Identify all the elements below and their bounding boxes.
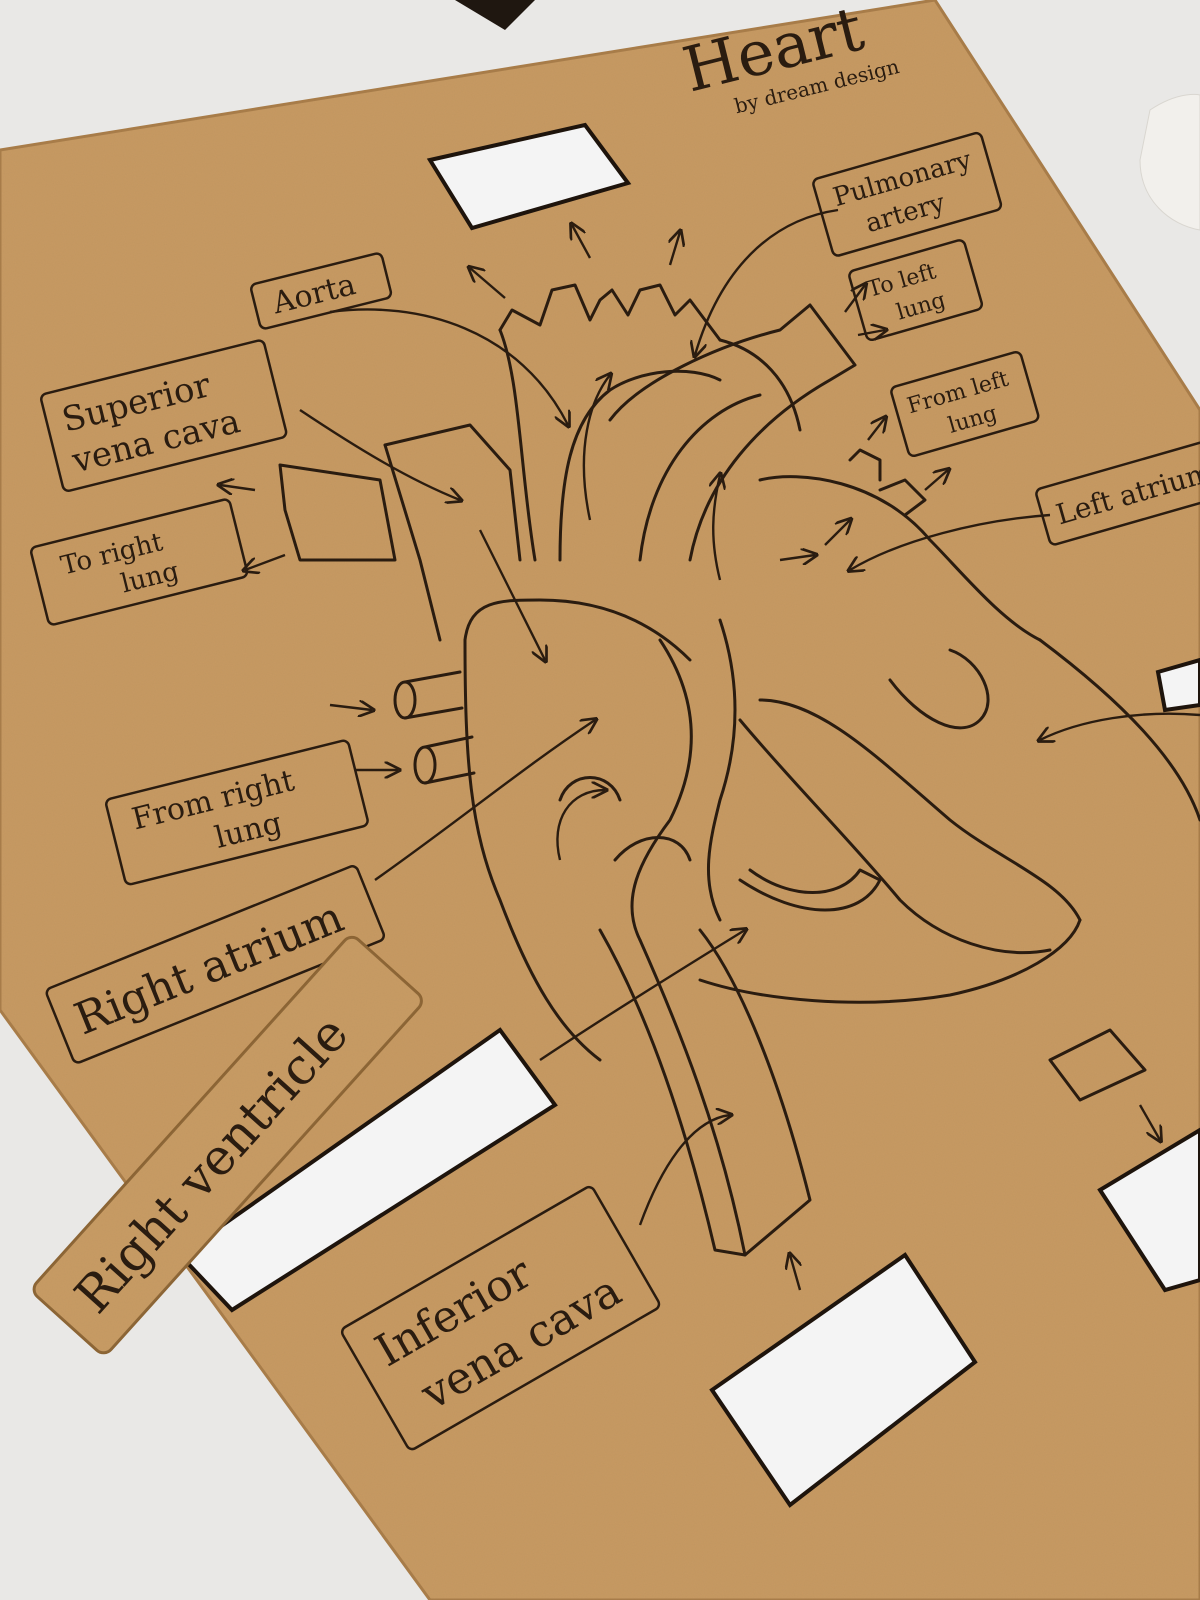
label-from-right-lung: From right lung bbox=[105, 739, 369, 886]
flow-arrows bbox=[220, 225, 1160, 1291]
background-ceramic-object bbox=[1139, 93, 1200, 231]
slot-bottom[interactable] bbox=[709, 1252, 978, 1508]
heart-engraving bbox=[278, 283, 1200, 1257]
background-piece bbox=[455, 0, 535, 30]
slot-left-lower[interactable] bbox=[176, 1027, 558, 1313]
slot-right-lower[interactable] bbox=[1097, 1127, 1200, 1293]
slot-right-upper[interactable] bbox=[1155, 657, 1200, 713]
cutout-slots bbox=[176, 122, 1200, 1508]
leader-lines bbox=[299, 208, 1200, 1226]
slot-top[interactable] bbox=[426, 122, 632, 231]
